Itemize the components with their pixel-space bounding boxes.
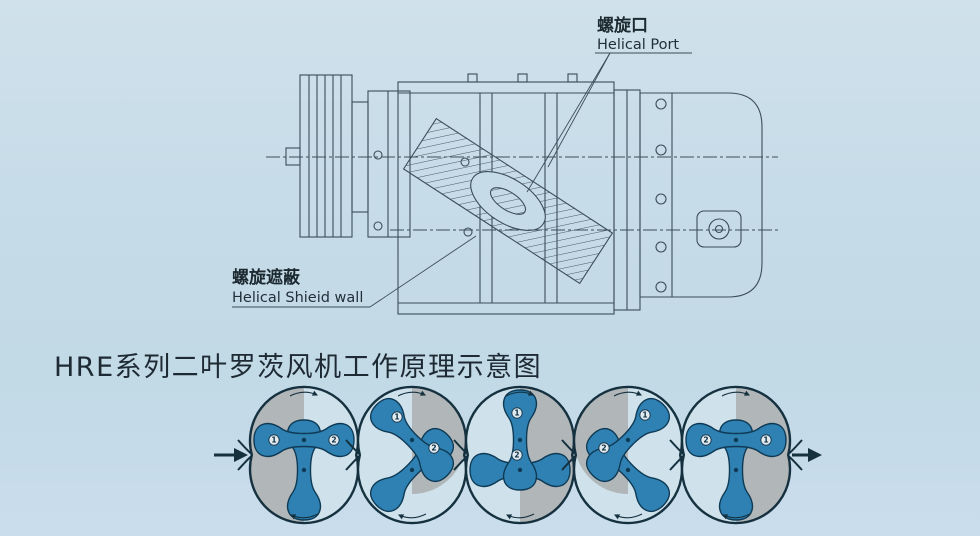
top-rotor-axis (409, 437, 415, 443)
bottom-rotor-axis (733, 467, 739, 473)
helical-shield-label-en: Helical Shieid wall (232, 290, 363, 306)
bottom-rotor-axis (517, 467, 523, 473)
page-title: HRE系列二叶罗茨风机工作原理示意图 (54, 352, 543, 383)
bolt-hole (655, 144, 667, 156)
bolt-hole (655, 281, 667, 293)
port-horn (453, 455, 469, 471)
inlet-flow-arrow (214, 448, 248, 462)
casing-outline (248, 385, 360, 525)
top-rotor-axis (517, 437, 523, 443)
top-rotor-axis (733, 437, 739, 443)
rotation-arrow (290, 513, 319, 520)
centerlines (266, 156, 778, 231)
rotor-marker-number: 2 (514, 451, 519, 460)
discharge-flange (613, 89, 641, 311)
casing-outline (680, 385, 792, 525)
port-horn (237, 455, 253, 471)
rotor-marker: 2 (328, 434, 340, 446)
top-rotor-axis (625, 437, 631, 443)
rotor-marker-number: 1 (763, 436, 768, 445)
rotor-marker-number: 1 (394, 413, 399, 422)
rotation-arrow (506, 513, 535, 520)
stud (567, 73, 578, 83)
port-horn (787, 455, 803, 471)
rotor-stage-4: 21 (561, 385, 695, 525)
rotor-marker: 1 (639, 409, 651, 421)
rotation-arrow (613, 390, 642, 397)
rotation-arrow (289, 390, 318, 397)
top-rotor-axis (301, 437, 307, 443)
rotor-marker: 1 (268, 434, 280, 446)
port-horn (787, 439, 803, 455)
rotor-marker-number: 2 (601, 444, 606, 453)
bolt-hole (655, 241, 667, 253)
helical-shield-label-zh: 螺旋遮蔽 (232, 267, 301, 288)
rotor-marker-number: 1 (642, 411, 647, 420)
rotation-arrow (398, 513, 427, 520)
bolt-hole (373, 150, 383, 160)
port-horn (561, 439, 577, 455)
rotor-marker-number: 1 (514, 409, 519, 418)
bearing-bracket (351, 90, 411, 238)
port-horn (669, 439, 685, 455)
rotor-marker-number: 2 (331, 436, 336, 445)
bottom-rotor-axis (625, 467, 631, 473)
bolt-hole (655, 193, 667, 205)
casing-outline (464, 385, 576, 525)
outlet-flow-arrow (792, 448, 822, 462)
rotor-marker-number: 2 (431, 444, 436, 453)
bolt-hole (463, 227, 473, 237)
rotor-marker: 2 (511, 449, 523, 461)
rotor-marker-number: 2 (703, 436, 708, 445)
helical-shield-wall (489, 187, 527, 215)
belt-pulley (285, 74, 353, 238)
port-horn (561, 455, 577, 471)
stud (467, 73, 478, 83)
helical-port-band (402, 117, 614, 285)
machine-drawing: 螺旋口 Helical Port 螺旋遮蔽 Helical Shieid wal… (230, 5, 790, 345)
port-horn (237, 439, 253, 455)
bottom-rotor-axis (301, 467, 307, 473)
port-horn (345, 439, 361, 455)
helical-port-label-en: Helical Port (597, 37, 679, 53)
rotor-marker: 2 (428, 442, 440, 454)
rotor-marker: 1 (391, 411, 403, 423)
rotation-arrow (722, 513, 751, 520)
rotor-marker: 1 (511, 407, 523, 419)
casing-outline (356, 385, 468, 525)
rotor-marker: 2 (598, 442, 610, 454)
helical-port-label-zh: 螺旋口 (597, 15, 648, 36)
lifting-eye (696, 210, 742, 248)
port-horn (669, 455, 685, 471)
rotor-stage-2: 12 (345, 385, 479, 525)
bolt-hole (655, 98, 667, 110)
rotation-arrow (721, 390, 750, 397)
bolt-hole (373, 221, 383, 231)
bottom-rotor-axis (409, 467, 415, 473)
rotor-marker-number: 1 (271, 436, 276, 445)
rotation-arrow (505, 390, 534, 397)
rotation-arrow (397, 390, 426, 397)
casing-outline (572, 385, 684, 525)
rotor-marker: 2 (700, 434, 712, 446)
rotor-stage-3: 12 (453, 385, 587, 525)
shaft-stub (285, 147, 301, 166)
rotor-marker: 1 (760, 434, 772, 446)
port-horn (453, 439, 469, 455)
rotation-arrow (614, 513, 643, 520)
stud (517, 73, 528, 83)
end-cover (639, 92, 763, 298)
port-horn (345, 455, 361, 471)
leader-lines (232, 52, 692, 308)
